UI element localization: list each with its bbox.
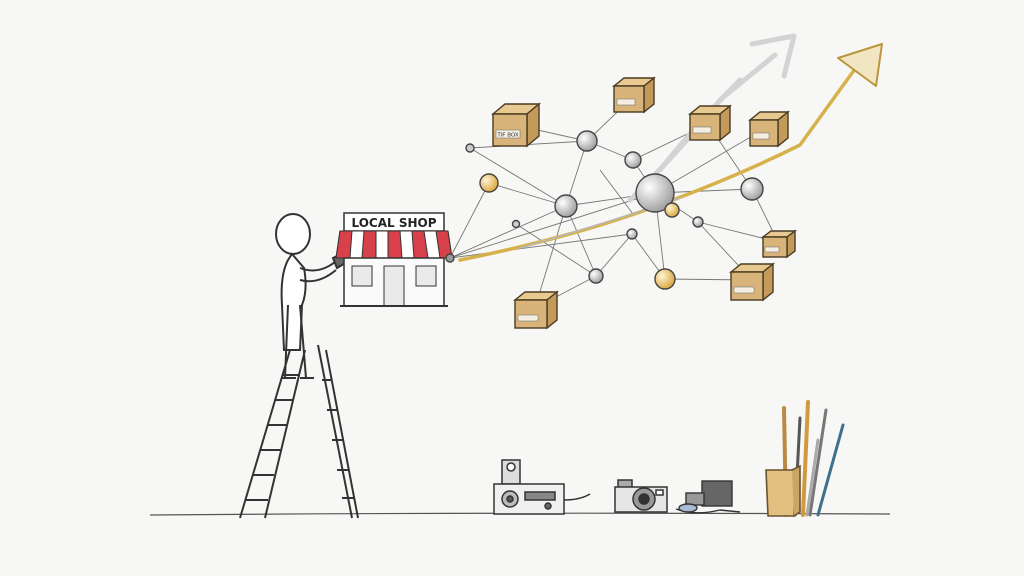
box-icon: TIF BOX <box>491 102 541 148</box>
person-icon <box>275 213 349 379</box>
network-node-icon <box>624 151 642 169</box>
network-node-icon <box>576 130 598 152</box>
brush-jar-icon <box>765 400 845 517</box>
ladder-icon <box>239 344 359 519</box>
shop-icon: LOCAL SHOP <box>335 212 453 307</box>
box-icon <box>748 110 790 148</box>
network-node-icon <box>692 216 704 228</box>
camera-icon <box>614 479 668 513</box>
radio-icon <box>493 459 591 515</box>
box-icon <box>729 262 775 302</box>
network-node-icon <box>511 219 521 229</box>
box-label-text: TIF BOX <box>496 133 519 139</box>
network-node-icon <box>465 143 475 153</box>
network-node-icon <box>635 173 675 213</box>
box-icon <box>760 229 798 259</box>
growth-arrow-icon <box>458 43 883 262</box>
box-icon <box>688 104 732 142</box>
network-node-icon <box>554 194 578 218</box>
gadget-icon <box>675 480 741 514</box>
box-icon <box>612 76 656 114</box>
box-icon <box>513 290 559 330</box>
network-node-icon <box>588 268 604 284</box>
network-nodes <box>445 130 764 290</box>
network-node-icon <box>664 202 680 218</box>
network-node-icon <box>445 253 455 263</box>
network-node-icon <box>479 173 499 193</box>
shop-sign-text: LOCAL SHOP <box>351 216 436 230</box>
network-node-icon <box>654 268 676 290</box>
network-node-icon <box>626 228 638 240</box>
network-node-icon <box>740 177 764 201</box>
